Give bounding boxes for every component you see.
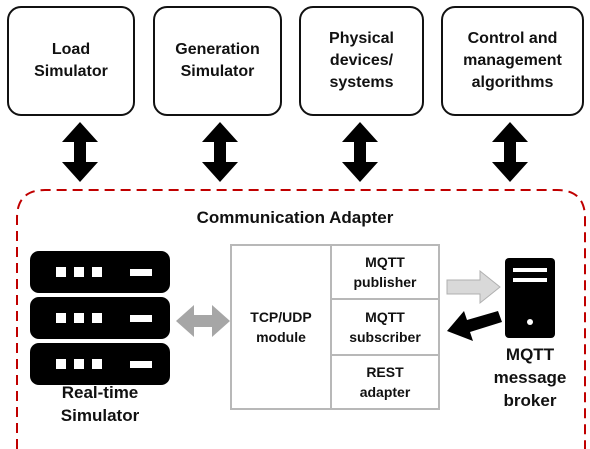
control-algorithms-box: Control and management algorithms xyxy=(441,6,584,116)
rest-adapter-module: REST adapter xyxy=(330,354,440,410)
double-arrow-load xyxy=(62,122,98,182)
server-unit-icon xyxy=(30,251,170,293)
control-algorithms-label: Control and management algorithms xyxy=(463,30,562,91)
mqtt-subscriber-label: MQTT subscriber xyxy=(349,309,421,345)
double-arrow-control xyxy=(492,122,528,182)
publisher-to-broker-arrow xyxy=(446,269,501,305)
mqtt-publisher-label: MQTT publisher xyxy=(353,254,417,290)
server-unit-icon xyxy=(30,297,170,339)
generation-simulator-box: Generation Simulator xyxy=(153,6,282,116)
broker-to-subscriber-arrow xyxy=(447,311,502,341)
double-arrow-physical xyxy=(342,122,378,182)
mqtt-broker-label: MQTT message broker xyxy=(493,345,567,410)
adapter-title: Communication Adapter xyxy=(196,208,394,227)
real-time-simulator-label: Real-time Simulator xyxy=(60,383,140,425)
tcp-udp-module: TCP/UDP module xyxy=(230,244,332,410)
adapter-dashed-border xyxy=(16,189,586,449)
double-arrow-generation xyxy=(202,122,238,182)
broker-server-icon xyxy=(505,258,555,338)
physical-devices-box: Physical devices/ systems xyxy=(299,6,424,116)
generation-simulator-label: Generation Simulator xyxy=(175,41,260,80)
load-simulator-box: Load Simulator xyxy=(7,6,135,116)
tcp-udp-module-label: TCP/UDP module xyxy=(250,309,312,345)
gray-double-arrow xyxy=(176,305,230,337)
load-simulator-label: Load Simulator xyxy=(34,41,108,80)
server-unit-icon xyxy=(30,343,170,385)
physical-devices-label: Physical devices/ systems xyxy=(329,30,394,91)
mqtt-publisher-module: MQTT publisher xyxy=(330,244,440,300)
mqtt-subscriber-module: MQTT subscriber xyxy=(330,298,440,356)
rest-adapter-label: REST adapter xyxy=(359,364,411,400)
